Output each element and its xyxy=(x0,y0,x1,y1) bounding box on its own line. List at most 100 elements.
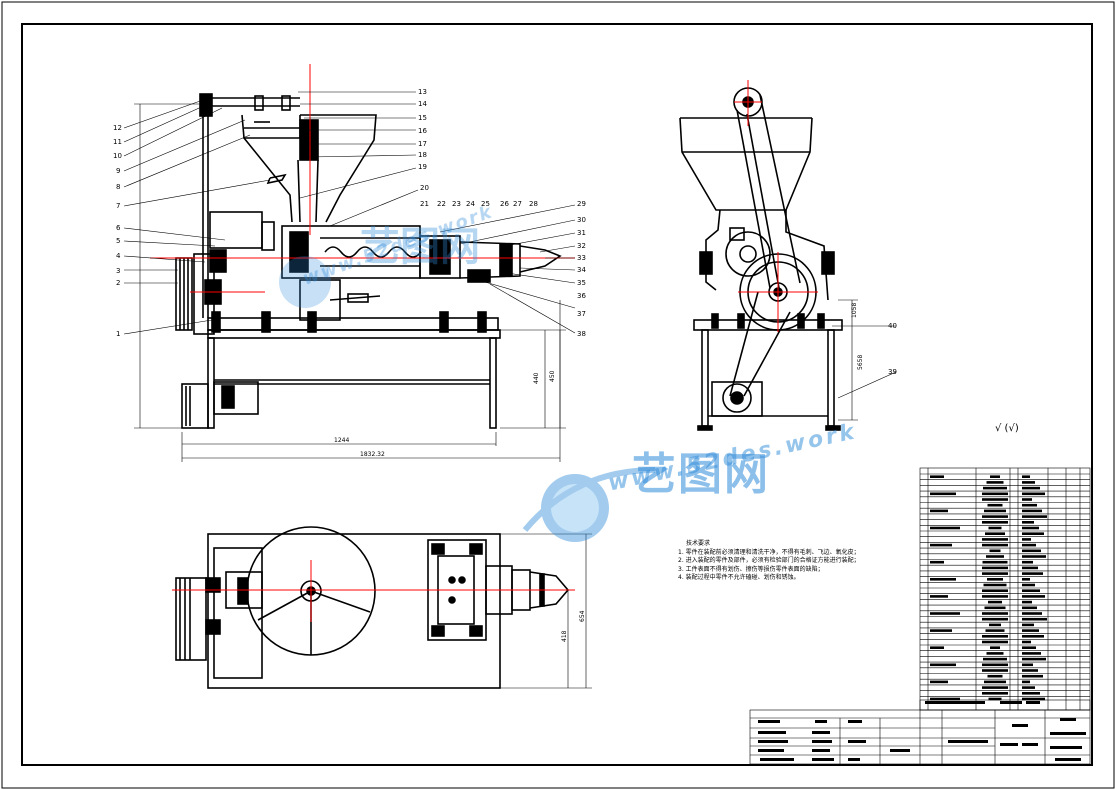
plan-dimensions xyxy=(500,533,592,689)
side-view xyxy=(679,87,843,431)
side-centerlines xyxy=(734,80,818,332)
parts-cell-text xyxy=(1022,680,1030,684)
parts-cell-text xyxy=(1022,578,1030,581)
balloon-25: 25 xyxy=(481,200,490,208)
parts-cell-text xyxy=(1022,606,1037,610)
parts-cell-text xyxy=(1022,674,1043,678)
plan-centerlines xyxy=(172,560,575,622)
parts-cell-text xyxy=(930,526,960,530)
balloon-9: 9 xyxy=(116,167,120,175)
parts-cell-text xyxy=(1022,515,1047,518)
parts-cell-text xyxy=(1022,509,1042,513)
watermark-brand: 艺图网 xyxy=(632,449,770,500)
parts-cell-text xyxy=(1022,486,1040,490)
parts-cell-text xyxy=(1022,583,1035,587)
dim-overall-length: 1832.32 xyxy=(360,451,385,458)
note-item: 2. 进入装配的零件及部件，必须有检验部门的合格证方能进行装配； xyxy=(678,557,860,564)
parts-cell-text xyxy=(1022,526,1039,530)
parts-cell-text xyxy=(930,560,944,564)
parts-cell-text xyxy=(988,697,1002,701)
parts-cell-text xyxy=(985,532,1005,535)
parts-cell-text xyxy=(1022,555,1046,558)
watermark-globe xyxy=(279,256,656,542)
parts-cell-text xyxy=(982,669,1008,672)
balloon-34: 34 xyxy=(577,266,586,274)
parts-cell-text xyxy=(982,521,1008,524)
parts-cell-text xyxy=(1022,492,1045,496)
parts-cell-text xyxy=(1022,612,1042,615)
balloon-24: 24 xyxy=(466,200,475,208)
balloon-7: 7 xyxy=(116,202,120,210)
title-block-fill xyxy=(758,701,1086,761)
parts-cell-text xyxy=(982,663,1008,667)
parts-cell-text xyxy=(982,617,1008,621)
note-item: 3. 工件表面不得有划伤、擦伤等损伤零件表面的缺陷； xyxy=(678,565,824,573)
balloon-18: 18 xyxy=(418,151,427,159)
parts-cell-text xyxy=(1022,521,1034,524)
parts-cell-text xyxy=(930,612,960,615)
balloon-33: 33 xyxy=(577,254,586,262)
parts-cell-text xyxy=(1022,595,1045,598)
front-view xyxy=(175,93,562,429)
parts-cell-text xyxy=(982,515,1008,518)
watermark-brand-secondary: 艺图网 xyxy=(360,224,480,270)
balloon-39: 39 xyxy=(888,368,897,376)
parts-cell-text xyxy=(1022,663,1033,667)
parts-cell-text xyxy=(1022,566,1038,570)
note-item: 1. 零件在装配前必须清理和清洗干净，不得有毛刺、飞边、氧化皮； xyxy=(678,548,860,556)
parts-cell-text xyxy=(982,560,1008,564)
parts-cell-text xyxy=(930,680,948,684)
balloon-13: 13 xyxy=(418,88,427,96)
parts-cell-text xyxy=(930,697,960,701)
parts-cell-text xyxy=(983,657,1007,661)
balloon-28: 28 xyxy=(529,200,538,208)
parts-cell-text xyxy=(982,595,1008,598)
parts-cell-text xyxy=(989,549,1001,553)
plan-view xyxy=(175,526,570,689)
balloon-3: 3 xyxy=(116,267,120,275)
dimension-texts: 440 450 1244 1832.32 654 418 5658 1058 xyxy=(334,303,864,642)
surface-roughness-symbol: √ (√) xyxy=(995,423,1019,434)
balloon-8: 8 xyxy=(116,183,120,191)
parts-cell-text xyxy=(982,686,1008,689)
technical-requirements: 技术要求 1. 零件在装配前必须清理和清洗干净，不得有毛刺、飞边、氧化皮； 2.… xyxy=(678,540,918,583)
parts-cell-text xyxy=(987,674,1003,678)
balloon-14: 14 xyxy=(418,100,427,108)
balloon-4: 4 xyxy=(116,252,121,260)
front-dimensions xyxy=(134,103,566,462)
parts-cell-text xyxy=(1022,572,1043,575)
balloon-1: 1 xyxy=(116,330,120,338)
parts-list xyxy=(919,467,1091,711)
front-centerlines xyxy=(150,64,575,293)
balloon-19: 19 xyxy=(418,163,427,171)
parts-cell-text xyxy=(1022,640,1031,644)
side-dimensions xyxy=(832,299,897,421)
parts-cell-text xyxy=(982,640,1008,644)
parts-cell-text xyxy=(930,578,956,581)
parts-cell-text xyxy=(1022,538,1031,541)
notes-heading: 技术要求 xyxy=(686,540,711,547)
balloon-11: 11 xyxy=(113,138,122,146)
parts-cell-text xyxy=(983,486,1007,490)
parts-cell-text xyxy=(990,475,1000,478)
parts-cell-text xyxy=(1022,646,1036,649)
parts-cell-text xyxy=(1022,635,1044,638)
note-item: 4. 装配过程中零件不允许磕碰、划伤和锈蚀。 xyxy=(678,574,800,581)
parts-cell-text xyxy=(982,589,1008,592)
dim-frame-length: 1244 xyxy=(334,437,349,444)
parts-cell-text xyxy=(1022,669,1038,672)
parts-cell-text xyxy=(982,572,1008,575)
balloon-37: 37 xyxy=(577,310,586,318)
balloon-15: 15 xyxy=(418,114,427,122)
parts-cell-text xyxy=(982,492,1008,496)
parts-cell-text xyxy=(1022,589,1040,592)
parts-cell-text xyxy=(1022,475,1030,478)
balloon-5: 5 xyxy=(116,237,120,245)
parts-cell-text xyxy=(987,578,1003,581)
parts-cell-text xyxy=(988,600,1002,604)
parts-cell-text xyxy=(1022,657,1046,661)
parts-cell-text xyxy=(930,629,952,632)
balloon-16: 16 xyxy=(418,127,427,135)
parts-cell-text xyxy=(930,475,944,478)
parts-cell-text xyxy=(930,543,952,547)
